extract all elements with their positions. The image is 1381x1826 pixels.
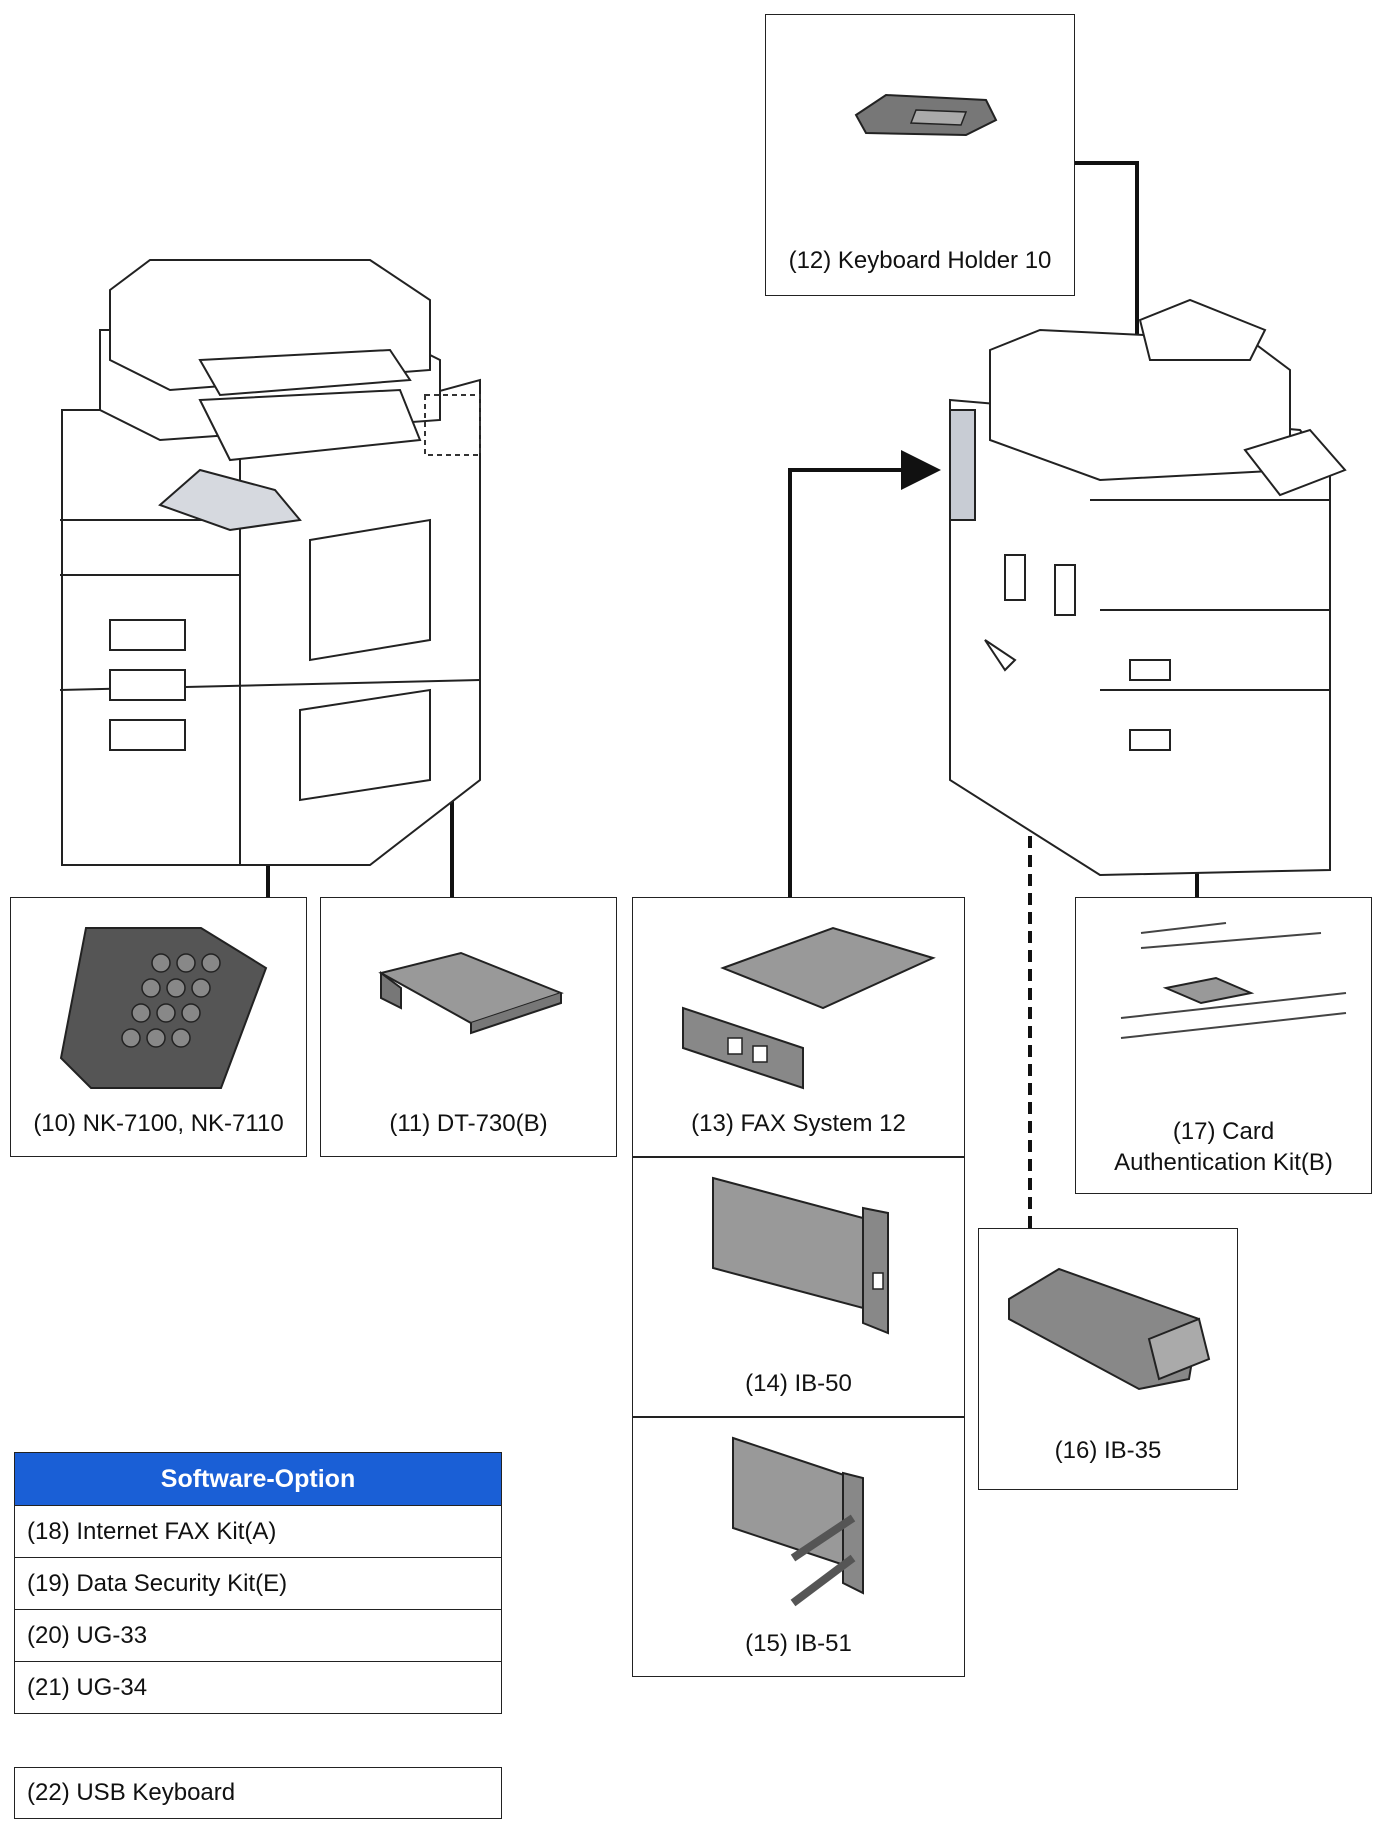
ib50-card-image — [712, 1176, 889, 1335]
card-auth-label-line2: Authentication Kit(B) — [1114, 1149, 1333, 1176]
ib35-module-image — [1008, 1267, 1211, 1391]
document-tray-box: (11) DT-730(B) — [320, 897, 617, 1157]
ib51-card-image — [732, 1436, 864, 1607]
ib51-label: (15) IB-51 — [745, 1630, 852, 1657]
ib50-box: (14) IB-50 — [632, 1157, 965, 1417]
ib35-box: (16) IB-35 — [978, 1228, 1238, 1490]
ib50-label: (14) IB-50 — [745, 1370, 852, 1397]
software-option-row: (20) UG-33 — [14, 1609, 502, 1662]
arrow-fax — [788, 450, 941, 897]
keyboard-holder-image — [854, 93, 998, 137]
software-option-table: Software-Option (18) Internet FAX Kit(A)… — [14, 1452, 502, 1714]
software-option-row: (19) Data Security Kit(E) — [14, 1557, 502, 1610]
numeric-keypad-box: (10) NK-7100, NK-7110 — [10, 897, 307, 1157]
keyboard-holder-box: (12) Keyboard Holder 10 — [765, 14, 1075, 296]
document-tray-label: (11) DT-730(B) — [389, 1110, 548, 1137]
document-tray-image — [378, 951, 564, 1035]
ib35-label: (16) IB-35 — [1054, 1437, 1162, 1464]
fax-system-box: (13) FAX System 12 — [632, 897, 965, 1157]
numeric-keypad-label: (10) NK-7100, NK-7110 — [33, 1110, 284, 1137]
arrow-kh — [1075, 161, 1157, 486]
usb-keyboard-label: (22) USB Keyboard — [14, 1767, 502, 1819]
software-option-header: Software-Option — [14, 1452, 502, 1506]
fax-system-label: (13) FAX System 12 — [691, 1110, 906, 1137]
fax-board-image — [682, 926, 936, 1090]
card-auth-box: (17) Card Authentication Kit(B) — [1075, 897, 1372, 1194]
keyboard-holder-label: (12) Keyboard Holder 10 — [788, 247, 1052, 274]
card-reader-image — [1120, 922, 1347, 1039]
card-auth-label-line1: (17) Card — [1172, 1118, 1275, 1145]
numeric-keypad-image — [59, 927, 268, 1089]
software-option-row: (21) UG-34 — [14, 1661, 502, 1714]
ib51-box: (15) IB-51 — [632, 1417, 965, 1677]
software-option-row: (18) Internet FAX Kit(A) — [14, 1505, 502, 1558]
